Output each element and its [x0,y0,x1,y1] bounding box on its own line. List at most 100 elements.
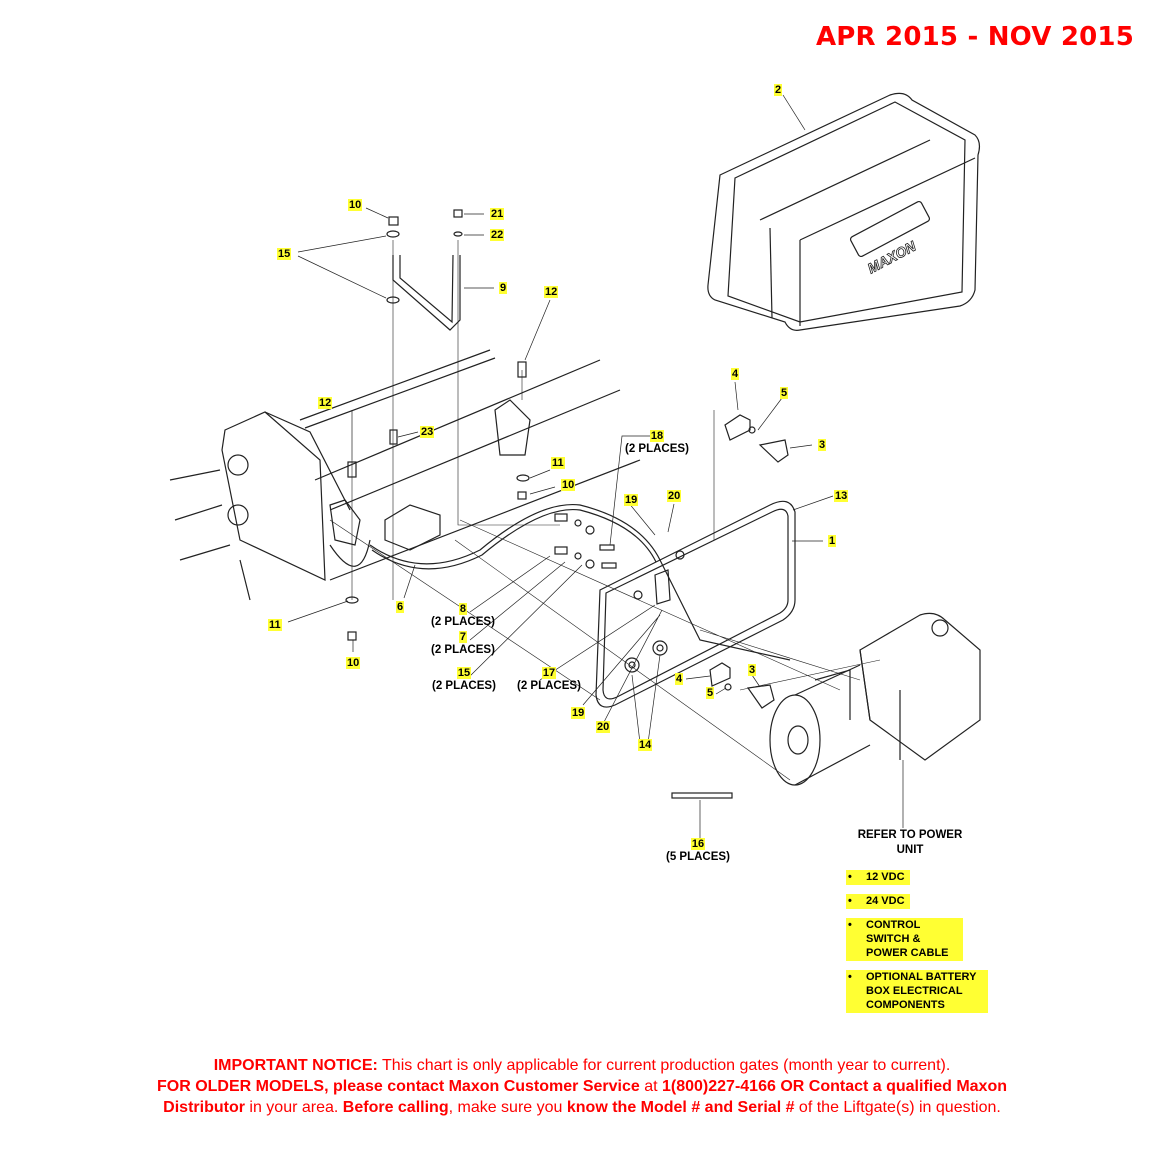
notice-text: , make sure you [448,1099,567,1116]
callout-2: 2 [774,84,783,97]
notice-text: This chart is only applicable for curren… [377,1057,951,1074]
callout-6: 6 [396,601,405,614]
notice-line-3: Distributor in your area. Before calling… [0,1097,1164,1118]
callout-number: 8 [458,603,468,615]
callout-number: 21 [490,208,505,220]
option-label: 12 VDC [866,871,905,883]
callout-10: 10 [348,199,363,212]
callout-4: 4 [731,368,740,381]
callout-number: 23 [420,426,435,438]
callout-12: 12 [318,397,333,410]
notice-line-2: FOR OLDER MODELS, please contact Maxon C… [0,1076,1164,1097]
callout-5: 5 [706,687,715,700]
callout-number: 4 [731,368,740,380]
callout-number: 2 [774,84,783,96]
callout-number: 1 [828,535,837,547]
callout-number: 10 [346,657,361,669]
important-notice: IMPORTANT NOTICE: This chart is only app… [0,1055,1164,1118]
callout-number: 18 [649,430,665,442]
fasteners [345,209,756,799]
callout-number: 22 [490,229,505,241]
option-label: CONTROL SWITCH & POWER CABLE [866,919,949,959]
notice-text: in your area. [244,1099,343,1116]
callout-number: 13 [834,490,849,502]
callout-17: 17(2 PLACES) [517,667,581,693]
callout-8: 8(2 PLACES) [431,603,495,629]
callout-18: 18(2 PLACES) [625,430,689,456]
callout-10: 10 [561,479,576,492]
bullet-icon: • [848,971,852,983]
callout-number: 7 [458,631,468,643]
callout-number: 20 [667,490,682,502]
callout-number: 5 [706,687,715,699]
callout-number: 3 [748,664,757,676]
power-unit [769,612,981,786]
callout-21: 21 [490,208,505,221]
liftgate-frame [169,349,641,601]
maxon-logo: MAXON [865,237,919,276]
callout-number: 12 [318,397,333,409]
callout-10: 10 [346,657,361,670]
option-battery-box[interactable]: • OPTIONAL BATTERY BOX ELECTRICAL COMPONE… [846,970,988,1013]
callout-3: 3 [818,439,827,452]
callout-14: 14 [638,739,653,752]
callout-16: 16(5 PLACES) [666,838,730,864]
callout-19: 19 [571,707,586,720]
callout-number: 10 [561,479,576,491]
notice-text: of the Liftgate(s) in question. [794,1099,1001,1116]
callout-number: 14 [638,739,653,751]
cable-clamp [384,504,441,551]
callout-11: 11 [268,619,282,632]
callout-23: 23 [420,426,435,439]
callout-15: 15(2 PLACES) [432,667,496,693]
callout-number: 15 [277,248,292,260]
callout-number: 9 [499,282,508,294]
leader-lines [287,94,904,840]
callout-19: 19 [624,494,639,507]
notice-text: FOR OLDER MODELS, please contact Maxon C… [156,1078,640,1095]
callout-15: 15 [277,248,292,261]
option-control-switch[interactable]: • CONTROL SWITCH & POWER CABLE [846,918,963,961]
power-cable [369,503,791,661]
quantity-note: (5 PLACES) [666,851,730,863]
knob [746,684,775,709]
mounting-plate [595,500,796,708]
callout-9: 9 [499,282,508,295]
refer-to-power-unit-note: REFER TO POWER UNIT [840,828,980,858]
callout-number: 11 [268,619,282,631]
callout-number: 20 [596,721,611,733]
date-range-title: APR 2015 - NOV 2015 [815,22,1134,52]
power-unit-cover [707,92,981,331]
callout-number: 12 [544,286,559,298]
option-24vdc[interactable]: •24 VDC [846,894,910,909]
phone-number: 1(800)227-4166 OR Contact a qualified Ma… [662,1078,1007,1095]
knob [758,439,789,463]
callout-5: 5 [780,387,789,400]
bullet-icon: • [848,871,852,883]
refer-line-1: REFER TO POWER [857,829,963,841]
callout-20: 20 [596,721,611,734]
callout-number: 6 [396,601,405,613]
callout-number: 11 [551,457,565,469]
callout-12: 12 [544,286,559,299]
callout-number: 3 [818,439,827,451]
callout-number: 5 [780,387,789,399]
bracket [709,662,731,687]
quantity-note: (2 PLACES) [431,616,495,628]
option-12vdc[interactable]: • 12 VDC [846,870,910,885]
callout-number: 15 [456,667,472,679]
quantity-note: (2 PLACES) [431,644,495,656]
callout-20: 20 [667,490,682,503]
callout-number: 10 [348,199,363,211]
callout-11: 11 [551,457,565,470]
quantity-note: (2 PLACES) [432,680,496,692]
notice-line-1: IMPORTANT NOTICE: This chart is only app… [0,1055,1164,1076]
bullet-icon: • [848,919,852,931]
callout-number: 16 [690,838,706,850]
option-label: OPTIONAL BATTERY BOX ELECTRICAL COMPONEN… [866,971,977,1011]
notice-heading: IMPORTANT NOTICE: [213,1057,378,1074]
notice-text: Distributor [163,1099,245,1116]
notice-text: Before calling [342,1099,449,1116]
callout-3: 3 [748,664,757,677]
callout-7: 7(2 PLACES) [431,631,495,657]
